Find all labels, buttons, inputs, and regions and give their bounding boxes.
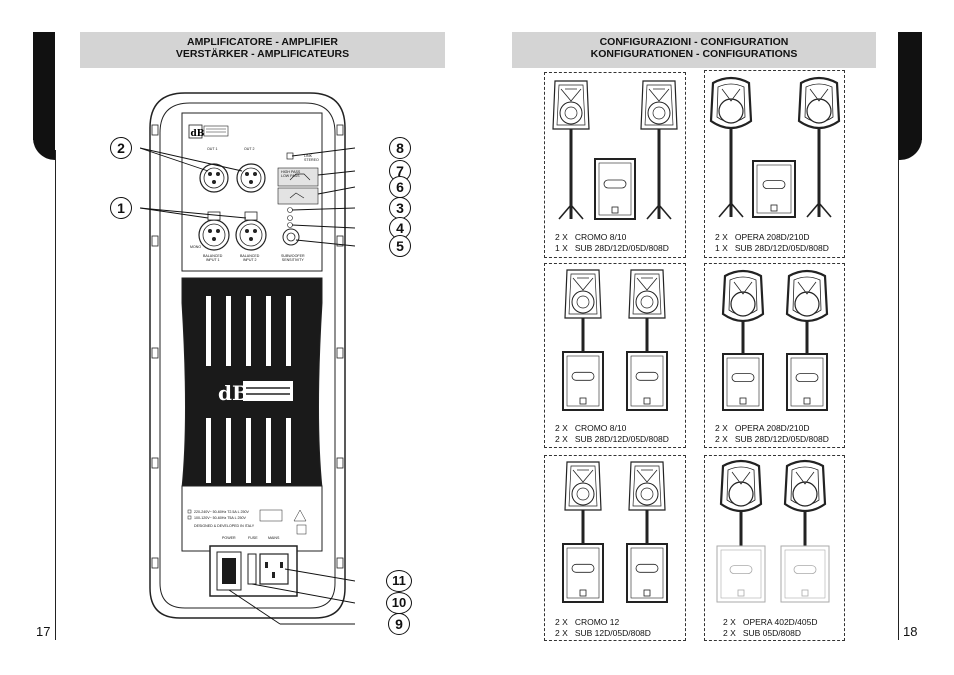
subwoofer-right (780, 545, 830, 603)
speaker-stand-left (718, 129, 744, 218)
page-edge-line-left (55, 150, 56, 640)
label-mains: MAINS (268, 536, 280, 540)
label-fuse: FUSE (248, 536, 258, 540)
label-link: LINK (304, 154, 312, 158)
speaker-top-right (628, 461, 666, 511)
label-filter: HIGH PASS LOW PASS (281, 170, 301, 178)
label-mains-2: 100-120V~ 50-60Hz T5A L 250V (194, 516, 246, 520)
config-box-1: 2 X CROMO 8/10 1 X SUB 28D/12D/05D/808D (544, 72, 686, 258)
callout-1: 1 (110, 197, 132, 219)
callout-5: 5 (389, 235, 411, 257)
speaker-stand-left (558, 129, 584, 220)
callout-6: 6 (389, 176, 411, 198)
callout-11: 11 (386, 570, 412, 592)
config-caption-line1: 2 X CROMO 12 (555, 617, 620, 627)
speaker-top-left (564, 461, 602, 511)
config-caption-line1: 2 X OPERA 208D/210D (715, 232, 810, 242)
config-box-5: 2 X CROMO 12 2 X SUB 12D/05D/808D (544, 455, 686, 641)
amplifier-drawing: dB (139, 92, 356, 625)
banner-title-line2: KONFIGURATIONEN - CONFIGURATIONS (590, 48, 798, 60)
subwoofer-left (562, 351, 604, 411)
config-box-4: 2 X OPERA 208D/210D 2 X SUB 28D/12D/05D/… (704, 263, 845, 448)
config-caption-line2: 1 X SUB 28D/12D/05D/808D (715, 243, 829, 253)
speaker-stand-right (646, 129, 672, 220)
section-banner-configurations: CONFIGURAZIONI - CONFIGURATION KONFIGURA… (512, 32, 876, 68)
callout-10: 10 (386, 592, 412, 614)
subwoofer-center (752, 160, 796, 218)
config-box-3: 2 X CROMO 8/10 2 X SUB 28D/12D/05D/808D (544, 263, 686, 448)
speaker-top-left (564, 269, 602, 319)
config-illustration-3 (562, 269, 668, 411)
subwoofer-right (626, 351, 668, 411)
page-edge-tab-right-curve (898, 120, 922, 160)
label-out2: OUT 2 (244, 147, 255, 151)
label-mono: MONO (190, 245, 202, 249)
config-illustration-6 (716, 459, 830, 603)
config-caption-line1: 2 X CROMO 8/10 (555, 232, 627, 242)
page-edge-tab-left (33, 32, 55, 140)
speaker-top-right (628, 269, 666, 319)
subwoofer-right (626, 543, 668, 603)
page-edge-line-right (898, 150, 899, 640)
callout-3: 3 (389, 197, 411, 219)
label-sub-sensitivity: SUBWOOFER SENSITIVITY (281, 254, 305, 262)
config-illustration-5 (562, 461, 668, 603)
config-illustration-4 (721, 269, 829, 411)
config-illustration-2 (709, 76, 841, 218)
config-illustration-1 (552, 80, 678, 220)
config-caption-line2: 2 X SUB 28D/12D/05D/808D (715, 434, 829, 444)
speaker-top-right (785, 269, 829, 323)
config-caption-line2: 1 X SUB 28D/12D/05D/808D (555, 243, 669, 253)
config-caption-line1: 2 X OPERA 208D/210D (715, 423, 810, 433)
label-power: POWER (222, 536, 236, 540)
svg-text:dB: dB (191, 129, 205, 139)
config-box-2: 2 X OPERA 208D/210D 1 X SUB 28D/12D/05D/… (704, 70, 845, 258)
subwoofer-left (716, 545, 766, 603)
config-caption-line2: 2 X SUB 05D/808D (723, 628, 801, 638)
config-caption-line1: 2 X OPERA 402D/405D (723, 617, 818, 627)
config-caption-line2: 2 X SUB 28D/12D/05D/808D (555, 434, 669, 444)
label-designed: DESIGNED & DEVELOPED IN ITALY (194, 524, 255, 528)
subwoofer-center (594, 158, 636, 220)
callout-2: 2 (110, 137, 132, 159)
banner-title-line2: VERSTÄRKER - AMPLIFICATEURS (175, 48, 350, 60)
amplifier-rear-panel-diagram: dB (139, 88, 356, 628)
speaker-stand-right (806, 129, 832, 218)
callout-9: 9 (388, 613, 410, 635)
config-box-6: 2 X OPERA 402D/405D 2 X SUB 05D/808D (704, 455, 845, 641)
config-caption-line2: 2 X SUB 12D/05D/808D (555, 628, 651, 638)
subwoofer-right (786, 353, 828, 411)
label-mains-1: 220-240V~ 50-60Hz T2.5A L 250V (194, 510, 249, 514)
speaker-top-right (640, 80, 678, 130)
speaker-top-right (783, 459, 827, 513)
page-number-right: 18 (903, 624, 918, 639)
label-out1: OUT 1 (207, 147, 218, 151)
page-number-left: 17 (36, 624, 51, 639)
label-balanced-input-2: BALANCED INPUT 2 (240, 254, 260, 262)
speaker-top-left (719, 459, 763, 513)
label-stereo: STEREO (304, 158, 319, 162)
page-edge-tab-left-curve (33, 120, 55, 160)
banner-title-line1: AMPLIFICATORE - AMPLIFIER (187, 36, 338, 48)
callout-8: 8 (389, 137, 411, 159)
subwoofer-left (722, 353, 764, 411)
speaker-top-left (721, 269, 765, 323)
config-caption-line1: 2 X CROMO 8/10 (555, 423, 627, 433)
speaker-top-left (709, 76, 753, 130)
speaker-top-right (797, 76, 841, 130)
section-banner-amplifier: AMPLIFICATORE - AMPLIFIER VERSTÄRKER - A… (80, 32, 445, 68)
banner-title-line1: CONFIGURAZIONI - CONFIGURATION (599, 36, 789, 48)
speaker-top-left (552, 80, 590, 130)
label-balanced-input-1: BALANCED INPUT 1 (203, 254, 223, 262)
subwoofer-left (562, 543, 604, 603)
